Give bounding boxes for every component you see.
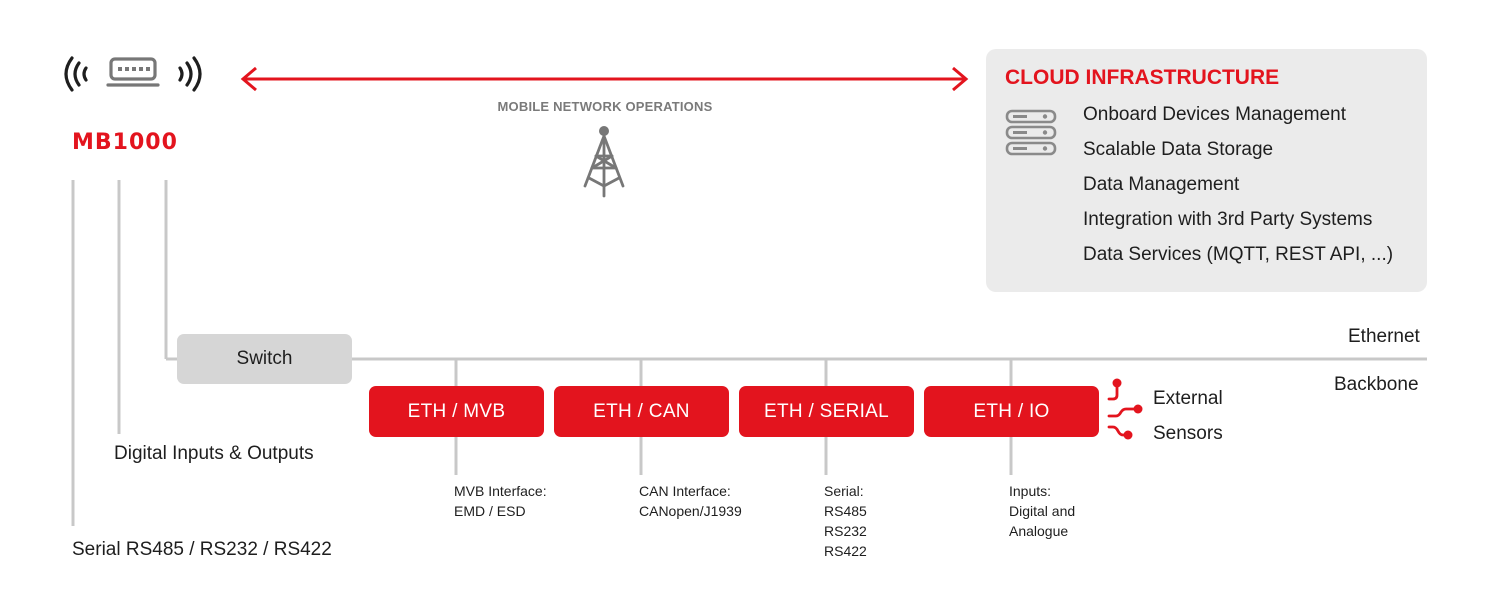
cloud-item: Data Management xyxy=(1083,174,1240,195)
sensors-label-line1: External xyxy=(1153,388,1223,409)
module-eth-serial: ETH / SERIAL xyxy=(739,386,914,437)
module-note-can: CAN Interface: CANopen/J1939 xyxy=(639,483,742,519)
server-icon xyxy=(1005,109,1057,162)
backbone-label: Backbone xyxy=(1334,374,1419,395)
switch-node: Switch xyxy=(177,334,352,384)
device-name: MB1000 xyxy=(72,130,178,155)
cloud-item: Onboard Devices Management xyxy=(1083,104,1346,125)
cell-tower-icon xyxy=(580,124,628,203)
sensor-icon xyxy=(1106,378,1146,449)
module-note-io: Inputs: Digital and Analogue xyxy=(1009,483,1076,539)
digital-io-label: Digital Inputs & Outputs xyxy=(114,443,314,464)
module-note-serial: Serial: RS485 RS232 RS422 xyxy=(824,483,867,559)
module-eth-can: ETH / CAN xyxy=(554,386,729,437)
module-note-mvb: MVB Interface: EMD / ESD xyxy=(454,483,547,519)
cloud-title: CLOUD INFRASTRUCTURE xyxy=(1005,66,1280,89)
cloud-item: Scalable Data Storage xyxy=(1083,139,1274,160)
cloud-item: Data Services (MQTT, REST API, ...) xyxy=(1083,244,1394,265)
serial-label: Serial RS485 / RS232 / RS422 xyxy=(72,539,332,560)
mobile-link-arrow xyxy=(240,66,969,92)
sensors-label-line2: Sensors xyxy=(1153,423,1223,444)
cloud-item: Integration with 3rd Party Systems xyxy=(1083,209,1373,230)
mobile-network-label: MOBILE NETWORK OPERATIONS xyxy=(497,99,713,114)
module-eth-io: ETH / IO xyxy=(924,386,1099,437)
module-eth-mvb: ETH / MVB xyxy=(369,386,544,437)
router-icon xyxy=(58,52,208,101)
cloud-infrastructure-panel xyxy=(986,49,1427,292)
ethernet-label: Ethernet xyxy=(1348,326,1420,347)
